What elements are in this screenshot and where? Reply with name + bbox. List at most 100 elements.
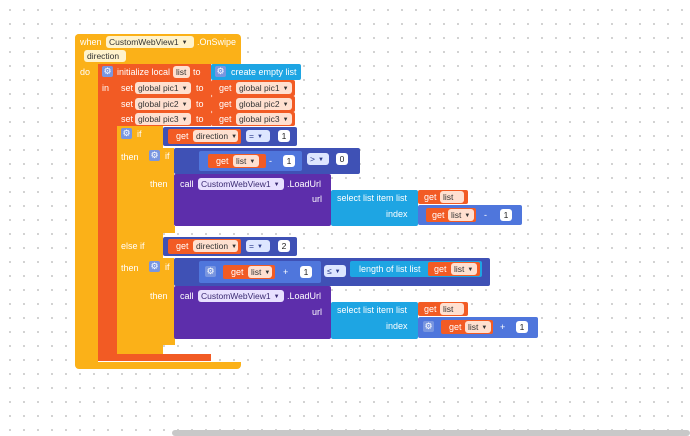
call-label: call [180, 179, 194, 189]
get-label: get [176, 131, 189, 141]
initialize-in-label: in [102, 83, 110, 93]
chevron-down-icon: ▼ [282, 101, 289, 108]
get-label: get [231, 267, 244, 277]
set-label: set [121, 99, 134, 109]
get-label: get [219, 83, 232, 93]
event-name-label: .OnSwipe [197, 37, 237, 47]
chevron-down-icon: ▼ [181, 39, 188, 46]
get-var-dropdown[interactable]: list▼ [233, 155, 259, 167]
number-literal[interactable]: 1 [500, 209, 512, 221]
inner-if-block-2[interactable] [145, 258, 174, 343]
inner-if-bottom-2 [145, 338, 175, 345]
event-do-label: do [80, 67, 91, 77]
index-label: index [386, 321, 408, 331]
number-literal[interactable]: 2 [278, 240, 290, 252]
get-var-dropdown[interactable]: list [440, 303, 464, 315]
get-label: get [424, 192, 437, 202]
gear-icon[interactable]: ⚙ [149, 150, 160, 161]
create-empty-list-label: create empty list [231, 67, 297, 77]
get-label: get [449, 322, 462, 332]
number-literal[interactable]: 1 [300, 266, 312, 278]
initialize-local-body [98, 64, 117, 361]
number-literal[interactable]: 1 [278, 130, 290, 142]
gear-icon[interactable]: ⚙ [215, 66, 226, 77]
initialize-local-bottom [98, 354, 211, 361]
to-label: to [196, 83, 204, 93]
get-label: get [432, 210, 445, 220]
if-label: if [165, 262, 170, 272]
if-label: if [137, 129, 142, 139]
number-literal[interactable]: 1 [283, 155, 295, 167]
get-var-dropdown[interactable]: global pic1▼ [236, 82, 292, 94]
get-label: get [219, 99, 232, 109]
chevron-down-icon: ▼ [231, 243, 238, 250]
get-var-dropdown[interactable]: list▼ [451, 263, 477, 275]
get-label: get [216, 156, 229, 166]
create-empty-list-block[interactable] [211, 64, 301, 80]
to-label: to [196, 99, 204, 109]
gear-icon[interactable]: ⚙ [149, 261, 160, 272]
chevron-down-icon: ▼ [464, 212, 471, 219]
if-else-bottom [117, 346, 163, 354]
local-var-name[interactable]: list [173, 66, 190, 78]
select-list-item-block-2[interactable] [331, 302, 418, 339]
else-if-label: else if [121, 241, 145, 251]
gear-icon[interactable]: ⚙ [121, 128, 132, 139]
get-var-dropdown[interactable]: direction▼ [193, 240, 238, 252]
chevron-down-icon: ▼ [273, 181, 280, 188]
chevron-down-icon: ▼ [273, 293, 280, 300]
get-label: get [176, 241, 189, 251]
get-var-dropdown[interactable]: global pic2▼ [236, 98, 292, 110]
call-label: call [180, 291, 194, 301]
method-label: .LoadUrl [287, 179, 322, 189]
chevron-down-icon: ▼ [467, 266, 474, 273]
get-var-dropdown[interactable]: list▼ [248, 266, 272, 278]
horizontal-scrollbar[interactable] [172, 430, 690, 436]
event-component-dropdown[interactable]: CustomWebView1▼ [106, 36, 194, 48]
chevron-down-icon: ▼ [181, 116, 188, 123]
get-var-dropdown[interactable]: list▼ [465, 321, 491, 333]
chevron-down-icon: ▼ [256, 133, 263, 140]
get-label: get [424, 304, 437, 314]
url-label: url [312, 194, 323, 204]
number-literal[interactable]: 1 [516, 321, 528, 333]
select-list-item-label: select list item list [337, 193, 408, 203]
event-block-bottom [75, 362, 241, 369]
chevron-down-icon: ▼ [181, 101, 188, 108]
operator-dropdown[interactable]: >▼ [307, 153, 329, 165]
set-var-dropdown[interactable]: global pic3▼ [135, 113, 191, 125]
minus-operator: - [484, 210, 487, 220]
component-dropdown[interactable]: CustomWebView1▼ [198, 290, 284, 302]
gear-icon[interactable]: ⚙ [205, 266, 216, 277]
get-var-dropdown[interactable]: list▼ [448, 209, 474, 221]
set-var-dropdown[interactable]: global pic1▼ [135, 82, 191, 94]
set-var-dropdown[interactable]: global pic2▼ [135, 98, 191, 110]
then-label: then [121, 152, 139, 162]
operator-dropdown[interactable]: =▼ [246, 240, 270, 252]
event-block-body [75, 34, 98, 368]
chevron-down-icon: ▼ [181, 85, 188, 92]
event-when-label: when [80, 37, 102, 47]
gear-icon[interactable]: ⚙ [423, 321, 434, 332]
set-label: set [121, 83, 134, 93]
event-param-direction[interactable]: direction [84, 50, 126, 62]
get-label: get [219, 114, 232, 124]
get-var-dropdown[interactable]: direction▼ [193, 130, 238, 142]
number-literal[interactable]: 0 [336, 153, 348, 165]
gear-icon[interactable]: ⚙ [102, 66, 113, 77]
plus-operator: + [500, 322, 506, 332]
plus-operator: + [283, 267, 289, 277]
get-var-dropdown[interactable]: list [440, 191, 464, 203]
set-label: set [121, 114, 134, 124]
operator-dropdown[interactable]: ≤▼ [324, 265, 346, 277]
chevron-down-icon: ▼ [282, 85, 289, 92]
then-label: then [150, 179, 168, 189]
get-var-dropdown[interactable]: global pic3▼ [236, 113, 292, 125]
component-dropdown[interactable]: CustomWebView1▼ [198, 178, 284, 190]
chevron-down-icon: ▼ [231, 133, 238, 140]
operator-dropdown[interactable]: =▼ [246, 130, 270, 142]
inner-if-block-1[interactable] [145, 148, 174, 230]
select-list-item-block-1[interactable] [331, 190, 418, 226]
get-label: get [434, 264, 447, 274]
chevron-down-icon: ▼ [264, 269, 271, 276]
